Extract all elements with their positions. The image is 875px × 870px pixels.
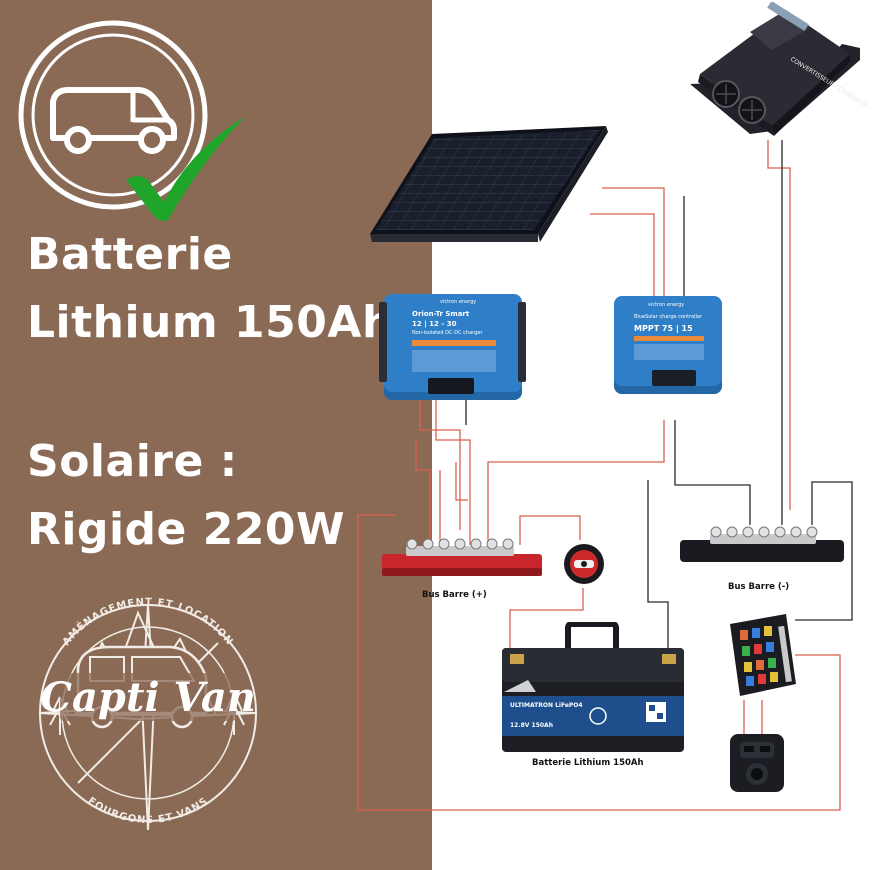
wire-converter-positive <box>767 140 791 510</box>
dcdc-charger-device: victron energy Orion-Tr Smart 12 | 12 - … <box>379 294 526 400</box>
checkmark-icon <box>126 116 246 221</box>
dcdc-brand: victron energy <box>440 299 477 305</box>
bus-bar-positive-icon <box>382 538 542 576</box>
headline-battery-line2: Lithium 150Ah <box>27 297 394 348</box>
battery-device: ULTIMATRON LiFePO4 12.8V 150Ah <box>498 622 688 754</box>
wire-busbar-to-switch <box>519 515 581 545</box>
battery-capacity-text: 12.8V 150Ah <box>510 722 553 729</box>
wire-solar-to-mppt-2 <box>590 213 655 296</box>
logo-brand-name: Capti Van <box>40 674 256 721</box>
mppt-name: BlueSolar charge controller <box>634 314 703 320</box>
dcdc-model: 12 | 12 - 30 <box>412 320 457 328</box>
battery-face-text: ULTIMATRON LiFePO4 <box>510 702 583 709</box>
wire-fusebox-feed <box>357 514 841 811</box>
headline-solar-line1: Solaire : <box>27 436 238 487</box>
van-icon <box>18 20 208 210</box>
bus-bar-positive-label: Bus Barre (+) <box>422 590 487 600</box>
compass-logo-icon: AMÉNAGEMENT ET LOCATION FOURGONS ET VANS… <box>39 597 257 831</box>
battery-switch-icon <box>564 544 604 584</box>
mppt-brand: victron energy <box>648 302 685 308</box>
headline-solar-line2: Rigide 220W <box>27 504 346 555</box>
wire-battery-negative <box>647 480 669 655</box>
solar-panel-icon <box>370 126 608 242</box>
bus-bar-negative-label: Bus Barre (-) <box>728 582 790 592</box>
wire-dcdc-in <box>415 440 431 548</box>
battery-label: Batterie Lithium 150Ah <box>532 758 644 768</box>
bus-bar-negative-icon <box>680 526 844 562</box>
wire-mppt-negative <box>674 420 751 525</box>
mppt-controller-device: victron energy BlueSolar charge controll… <box>614 296 722 394</box>
wire-switch-to-battery <box>509 588 584 655</box>
dcdc-name: Orion-Tr Smart <box>412 310 470 318</box>
headline-battery-line1: Batterie <box>27 229 233 280</box>
wire-dcdc-out-2 <box>435 400 471 545</box>
mppt-model: MPPT 75 | 15 <box>634 324 693 333</box>
dcdc-subtitle: Non-isolated DC-DC charger <box>412 330 483 336</box>
usb-socket-icon <box>730 734 784 792</box>
wire-mppt-positive <box>487 420 665 545</box>
fuse-box-icon <box>730 614 796 696</box>
wire-fusebox-negative <box>795 481 853 621</box>
wire-dcdc-out <box>419 400 461 530</box>
converter-device: CONVERTISSEUR / CHARGEUR 2200W <box>690 2 870 136</box>
wire-fuse-a <box>455 462 468 501</box>
wire-solar-to-mppt <box>602 187 665 296</box>
